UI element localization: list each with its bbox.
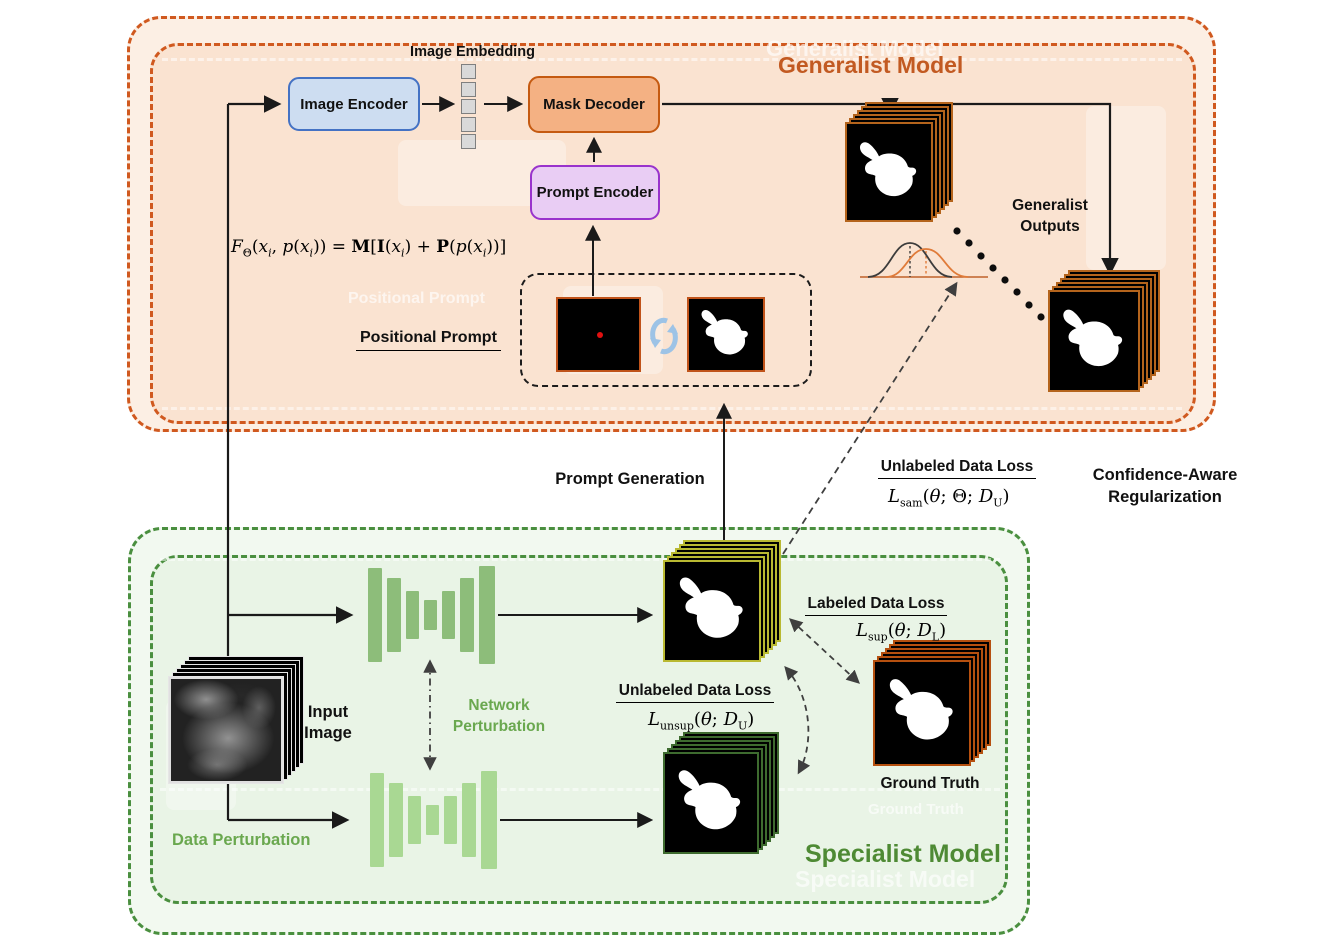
data-perturbation-label: Data Perturbation [172, 831, 311, 849]
specialist-network-1 [368, 566, 496, 664]
ground-truth-label: Ground Truth [880, 775, 980, 792]
ghost-generalist-title: Generalist Model [766, 36, 944, 61]
generalist-outputs-label: Generalist Outputs [1012, 197, 1088, 235]
generalist-model-title: Generalist Model [778, 52, 964, 78]
ghost-dash-row-specialist-bottom [160, 788, 1000, 791]
network-perturbation-label: Network Perturbation [452, 697, 546, 735]
embedding-token [461, 99, 476, 114]
ghost-dash-row-generalist-bottom [162, 407, 1182, 410]
embedding-token [461, 116, 476, 132]
mask-decoder-box: Mask Decoder [528, 76, 660, 133]
embedding-token [461, 64, 476, 79]
ground-truth-mask-image [873, 660, 971, 766]
specialist-model-title: Specialist Model [805, 840, 1001, 868]
sam-unlabeled-loss-label: Unlabeled Data Loss [862, 458, 1052, 479]
image-embedding-label: Image Embedding [410, 44, 535, 60]
positional-prompt-label: Positional Prompt [356, 329, 501, 351]
positional-prompt-box [520, 273, 812, 387]
predicted-mask-image [663, 560, 761, 662]
confidence-distribution-curves [860, 242, 988, 278]
predicted-mask-image [1048, 290, 1140, 392]
image-encoder-box: Image Encoder [288, 77, 420, 131]
image-embedding-tokens [461, 64, 476, 152]
point-prompt-dot [597, 332, 603, 338]
ghost-positional-prompt-label: Positional Prompt [348, 290, 485, 307]
ghost-specialist-title: Specialist Model [795, 866, 976, 892]
ghost-dash-row-generalist-top [162, 58, 1182, 61]
predicted-mask-image [663, 752, 759, 854]
input-image-label: Input Image [304, 703, 352, 743]
cycle-icon [650, 317, 678, 355]
image-encoder-label: Image Encoder [300, 95, 408, 113]
labeled-loss-formula: Lsup(θ; DL) [856, 620, 947, 644]
point-prompt-image [556, 297, 641, 372]
sam-composition-formula: FΘ(xi, p(xi)) = M[I(xi) + P(p(xi))] [231, 237, 507, 260]
specialist-unlabeled-loss-formula: Lunsup(θ; DU) [648, 709, 755, 733]
prompt-encoder-box: Prompt Encoder [530, 165, 660, 220]
prompt-generation-label: Prompt Generation [555, 470, 705, 488]
predicted-mask-image [845, 122, 933, 222]
mask-decoder-label: Mask Decoder [543, 96, 645, 113]
mri-slice-image [168, 676, 284, 784]
ghost-dash-row-specialist-top [160, 558, 1000, 561]
ghost-ground-truth-label: Ground Truth [868, 801, 964, 818]
confidence-aware-regularization-label: Confidence-Aware Regularization [1092, 466, 1238, 507]
labeled-loss-label: Labeled Data Loss [800, 595, 952, 616]
embedding-token [461, 134, 476, 149]
specialist-network-2 [370, 771, 498, 869]
prompt-encoder-label: Prompt Encoder [536, 184, 654, 201]
specialist-unlabeled-loss-label: Unlabeled Data Loss [610, 682, 780, 703]
ghost-rect-2 [1086, 106, 1166, 270]
embedding-token [461, 81, 476, 97]
sam-unlabeled-loss-formula: Lsam(θ; Θ; DU) [888, 486, 1010, 510]
mask-prompt-image [687, 297, 765, 372]
